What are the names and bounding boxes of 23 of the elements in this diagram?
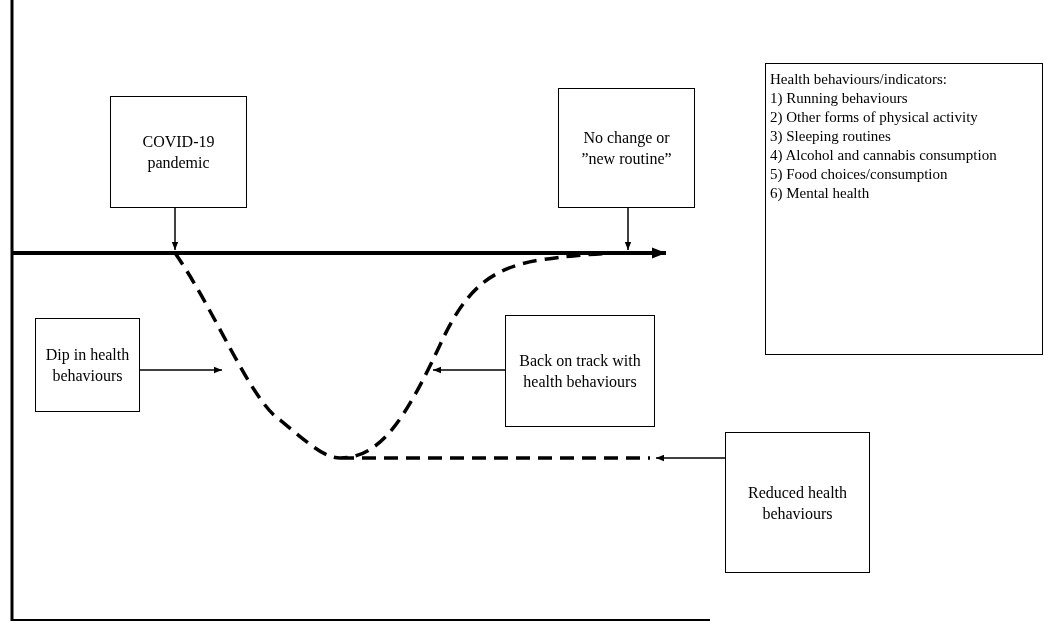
arrow <box>655 454 726 462</box>
box-text: Reduced health behaviours <box>746 482 849 524</box>
list-heading: Health behaviours/indicators: <box>770 70 948 89</box>
box-text: Dip in health behaviours <box>44 345 131 386</box>
arrow <box>139 366 223 374</box>
text-box <box>35 318 140 412</box>
text-box <box>558 88 695 208</box>
list-item: 4) Alcohol and cannabis consumption <box>770 146 997 165</box>
box-text: No change or ”new routine” <box>580 128 673 169</box>
text-box <box>505 315 655 427</box>
box-text: COVID-19 pandemic <box>141 132 216 173</box>
text-box <box>110 96 247 208</box>
text-box <box>725 432 870 573</box>
box-text: Back on track with health behaviours <box>518 351 642 392</box>
list-item: 5) Food choices/consumption <box>770 165 948 184</box>
list-item: 2) Other forms of physical activity <box>770 108 978 127</box>
arrow <box>624 207 632 251</box>
arrow <box>171 207 179 251</box>
list-item: 1) Running behaviours <box>770 89 908 108</box>
legend-box <box>765 63 1043 355</box>
list-item: 6) Mental health <box>770 184 870 203</box>
list-item: 3) Sleeping routines <box>770 127 891 146</box>
arrow <box>432 366 506 374</box>
